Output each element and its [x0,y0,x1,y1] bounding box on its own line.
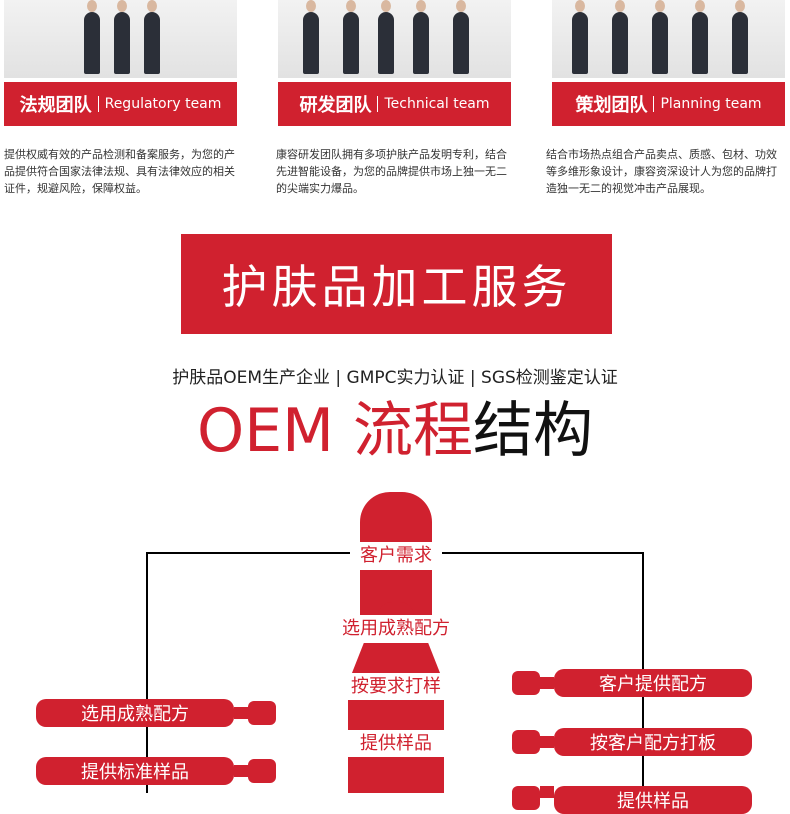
service-banner: 护肤品加工服务 [181,234,612,334]
team-name: 法规团队 [19,95,92,116]
tube-body [348,700,444,730]
team-photo-regulatory [4,0,237,78]
team-banner-regulatory: 法规团队 Regulatory team [4,82,237,126]
team-desc-planning: 结合市场热点组合产品卖点、质感、包材、功效等多维形象设计，康容资深设计人为您的品… [546,148,777,195]
divider [377,96,379,112]
team-name: 研发团队 [299,95,372,116]
team-en: Planning team [660,96,762,112]
flow-center-step: 选用成熟配方 [330,615,462,643]
flow-center-step: 提供样品 [348,730,444,758]
team-desc-regulatory: 提供权威有效的产品检测和备案服务，为您的产品提供符合国家法律法规、具有法律效应的… [4,148,235,195]
tube-shoulder [350,643,442,678]
oem-heading-red: OEM 流程 [197,396,473,466]
flow-connector-left [146,552,148,793]
pill-label: 客户提供配方 [554,669,752,697]
flow-right-step: 客户提供配方 [512,669,752,697]
team-banner-technical: 研发团队 Technical team [278,82,511,126]
pill-label: 按客户配方打板 [554,728,752,756]
flow-left-step: 提供标准样品 [36,757,276,785]
divider [653,96,655,112]
pill-label: 提供标准样品 [36,757,234,785]
divider [97,96,99,112]
flow-right-step: 提供样品 [512,786,752,814]
team-photo-planning [552,0,785,78]
team-name: 策划团队 [575,95,648,116]
oem-heading: OEM 流程结构 [0,395,790,467]
flow-center-step: 客户需求 [350,542,442,570]
certification-subtitle: 护肤品OEM生产企业 | GMPC实力认证 | SGS检测鉴定认证 [172,368,618,388]
flow-center-step: 按要求打样 [340,673,452,701]
pill-label: 提供样品 [554,786,752,814]
team-desc-technical: 康容研发团队拥有多项护肤产品发明专利，结合先进智能设备，为您的品牌提供市场上独一… [276,148,507,195]
team-photo-technical [278,0,511,78]
team-banner-planning: 策划团队 Planning team [552,82,785,126]
tube-body [348,757,444,793]
flow-left-step: 选用成熟配方 [36,699,276,727]
team-en: Regulatory team [104,96,222,112]
pill-label: 选用成熟配方 [36,699,234,727]
flow-right-step: 按客户配方打板 [512,728,752,756]
team-en: Technical team [384,96,490,112]
oem-heading-black: 结构 [472,396,593,466]
